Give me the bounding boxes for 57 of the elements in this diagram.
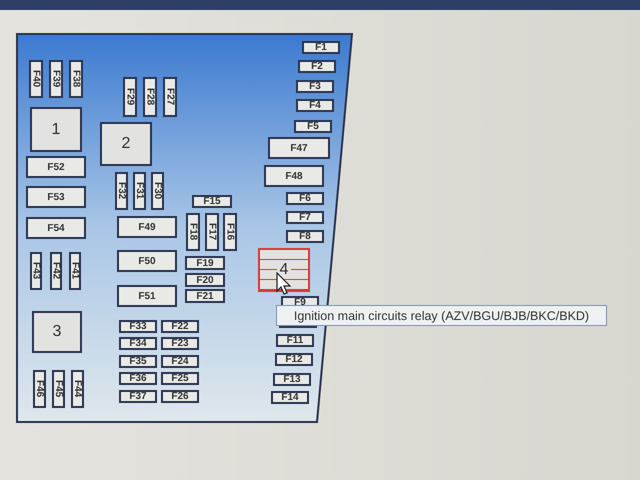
fuse: F29 xyxy=(123,77,137,117)
relay: 3 xyxy=(32,311,82,353)
fuse: F42 xyxy=(50,252,62,290)
fuse: F30 xyxy=(151,172,164,210)
fuse: F40 xyxy=(29,60,43,98)
relay: 1 xyxy=(30,107,82,152)
fuse: F18 xyxy=(186,213,200,251)
fuse: F6 xyxy=(286,192,324,205)
fuse: F13 xyxy=(273,373,311,386)
fuse: F19 xyxy=(185,256,225,270)
fuse: F31 xyxy=(133,172,146,210)
fuse: F11 xyxy=(276,334,314,347)
fuse: F20 xyxy=(185,273,225,287)
fuse: F8 xyxy=(286,230,324,243)
fuse: F14 xyxy=(271,391,309,404)
fuse: F52 xyxy=(26,156,86,178)
fuse: F2 xyxy=(298,60,336,73)
fuse: F41 xyxy=(69,252,81,290)
fuse: F37 xyxy=(119,390,157,403)
fuse: F28 xyxy=(143,77,157,117)
fuse: F43 xyxy=(30,252,42,290)
fuse: F7 xyxy=(286,211,324,224)
fuse: F23 xyxy=(161,337,199,350)
relay: 2 xyxy=(100,122,152,166)
relay: 4 xyxy=(258,248,310,292)
fuse: F24 xyxy=(161,355,199,368)
fuse: F33 xyxy=(119,320,157,333)
fuse: F26 xyxy=(161,390,199,403)
fuse: F12 xyxy=(275,353,313,366)
fuse: F17 xyxy=(205,213,219,251)
fuse: F38 xyxy=(69,60,83,98)
fuse: F5 xyxy=(294,120,332,133)
fuse: F51 xyxy=(117,285,177,307)
fuse: F35 xyxy=(119,355,157,368)
fuse: F53 xyxy=(26,186,86,208)
fuse: F27 xyxy=(163,77,177,117)
fuse: F36 xyxy=(119,372,157,385)
fuse: F47 xyxy=(268,137,330,159)
fuse: F49 xyxy=(117,216,177,238)
fuse: F4 xyxy=(296,99,334,112)
fuse: F48 xyxy=(264,165,324,187)
tooltip: Ignition main circuits relay (AZV/BGU/BJB/BKC/BKD) xyxy=(276,305,607,326)
fuse: F32 xyxy=(115,172,128,210)
fuse: F16 xyxy=(223,213,237,251)
fuse: F39 xyxy=(49,60,63,98)
fuse: F25 xyxy=(161,372,199,385)
fuse: F44 xyxy=(71,370,84,408)
fuse: F1 xyxy=(302,41,340,54)
fuse: F21 xyxy=(185,289,225,303)
fuse: F3 xyxy=(296,80,334,93)
fuse: F46 xyxy=(33,370,46,408)
fuse: F45 xyxy=(52,370,65,408)
fuse: F15 xyxy=(192,195,232,208)
fuse: F50 xyxy=(117,250,177,272)
fuse: F54 xyxy=(26,217,86,239)
fuse: F34 xyxy=(119,337,157,350)
fuse: F22 xyxy=(161,320,199,333)
